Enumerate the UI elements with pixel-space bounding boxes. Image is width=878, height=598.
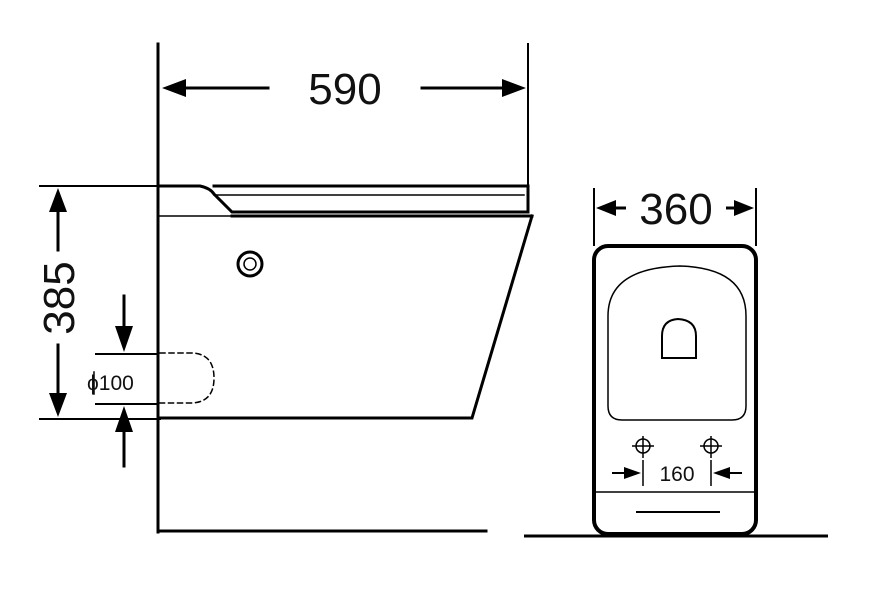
- arrowhead-spacing-right: [713, 467, 730, 479]
- arrowhead-spacing-left: [624, 467, 641, 479]
- arrowhead-length-right: [502, 79, 526, 97]
- arrowhead-pipe-up: [115, 406, 133, 432]
- front-bowl-opening: [661, 317, 697, 359]
- drain-pipe-outline: [159, 352, 215, 404]
- flush-button-inner: [243, 257, 257, 271]
- height-label: 385: [35, 261, 84, 334]
- bowl-body: [158, 214, 534, 420]
- flush-button-outer: [236, 250, 264, 278]
- arrowhead-length-left: [162, 79, 186, 97]
- arrowhead-height-top: [49, 188, 67, 212]
- pipe-diameter-label: ϕ100: [87, 372, 134, 395]
- toilet-lid: [158, 184, 530, 214]
- length-label: 590: [308, 65, 381, 114]
- arrowhead-width-left: [596, 200, 616, 216]
- arrowhead-pipe-down: [115, 326, 133, 352]
- arrowhead-width-right: [734, 200, 754, 216]
- front-outline: [592, 244, 758, 536]
- front-seat: [607, 265, 747, 421]
- spacing-label: 160: [659, 463, 694, 486]
- arrowhead-height-bottom: [49, 393, 67, 417]
- width-label: 360: [639, 185, 712, 234]
